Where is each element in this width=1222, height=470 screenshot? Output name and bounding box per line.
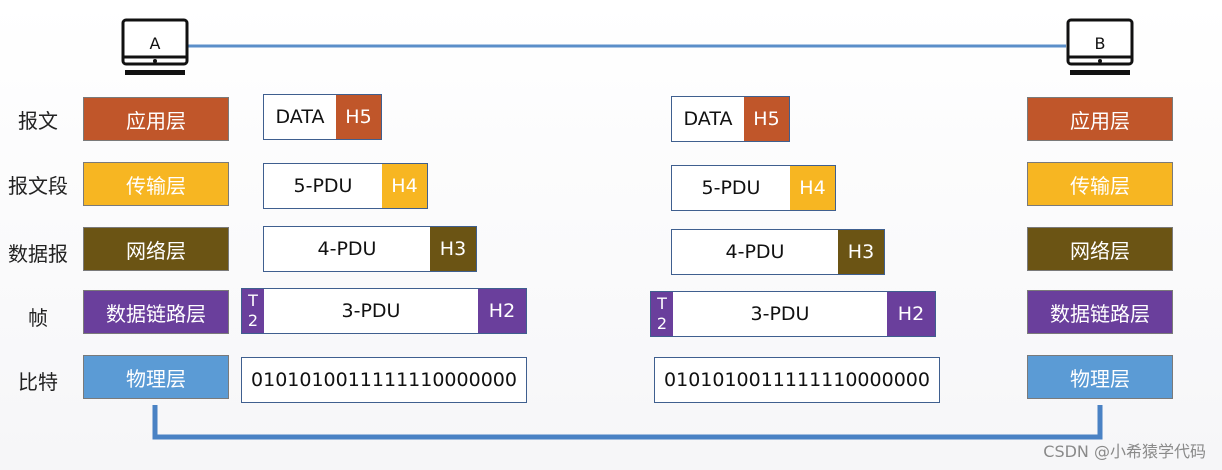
computer-icon: [1066, 18, 1134, 75]
left-network-layer: 网络层: [83, 227, 229, 271]
left-application-layer: 应用层: [83, 97, 229, 141]
left-app-pdu: DATA H5: [263, 94, 382, 140]
right-network-layer: 网络层: [1027, 227, 1173, 271]
pdu-data: 3-PDU: [750, 303, 810, 325]
pdu-data: DATA: [275, 106, 325, 128]
pdu-data: 5-PDU: [293, 175, 353, 197]
row-label-segment: 报文段: [8, 174, 68, 198]
right-transport-layer: 传输层: [1027, 162, 1173, 206]
left-transport-layer: 传输层: [83, 162, 229, 206]
right-link-frame: T 2 3-PDU H2: [650, 291, 936, 337]
left-data-link-layer: 数据链路层: [83, 290, 229, 334]
right-app-pdu: DATA H5: [671, 96, 790, 142]
pdu-header-h2: H2: [887, 292, 935, 336]
pdu-data: 3-PDU: [341, 300, 401, 322]
computer-icon: [121, 18, 189, 75]
pdu-header-h5: H5: [336, 95, 381, 139]
pdu-header-h3: H3: [430, 227, 476, 271]
right-bit-stream: 0101010011111110000000: [654, 357, 940, 403]
trailer-number: 2: [247, 311, 259, 330]
left-network-pdu: 4-PDU H3: [263, 226, 477, 272]
row-label-bit: 比特: [18, 370, 58, 394]
trailer-letter: T: [657, 294, 667, 313]
host-b-computer-icon: B: [1066, 18, 1134, 76]
host-a-computer-icon: A: [121, 18, 189, 76]
row-label-frame: 帧: [28, 306, 48, 330]
pdu-data: DATA: [683, 108, 733, 130]
pdu-header-h5: H5: [744, 97, 789, 141]
host-b-label: B: [1094, 34, 1106, 53]
trailer-letter: T: [248, 291, 258, 310]
left-link-frame: T 2 3-PDU H2: [241, 288, 527, 334]
physical-link-line: [152, 405, 1103, 440]
pdu-header-h4: H4: [382, 164, 427, 208]
row-label-message: 报文: [18, 109, 58, 133]
right-data-link-layer: 数据链路层: [1027, 290, 1173, 334]
pdu-data: 4-PDU: [725, 241, 785, 263]
pdu-header-h2: H2: [478, 289, 526, 333]
left-physical-layer: 物理层: [83, 355, 229, 399]
pdu-header-h4: H4: [790, 166, 835, 210]
frame-trailer-t2: T 2: [651, 292, 673, 336]
pdu-data: 5-PDU: [701, 177, 761, 199]
right-physical-layer: 物理层: [1027, 355, 1173, 399]
trailer-number: 2: [656, 314, 668, 333]
host-a-label: A: [149, 34, 161, 53]
left-transport-pdu: 5-PDU H4: [263, 163, 428, 209]
pdu-header-h3: H3: [838, 230, 884, 274]
pdu-data: 4-PDU: [317, 238, 377, 260]
row-label-datagram: 数据报: [8, 242, 68, 266]
right-network-pdu: 4-PDU H3: [671, 229, 885, 275]
watermark: CSDN @小希猿学代码: [1043, 442, 1206, 461]
frame-trailer-t2: T 2: [242, 289, 264, 333]
right-transport-pdu: 5-PDU H4: [671, 165, 836, 211]
left-bit-stream: 0101010011111110000000: [241, 357, 527, 403]
right-application-layer: 应用层: [1027, 97, 1173, 141]
